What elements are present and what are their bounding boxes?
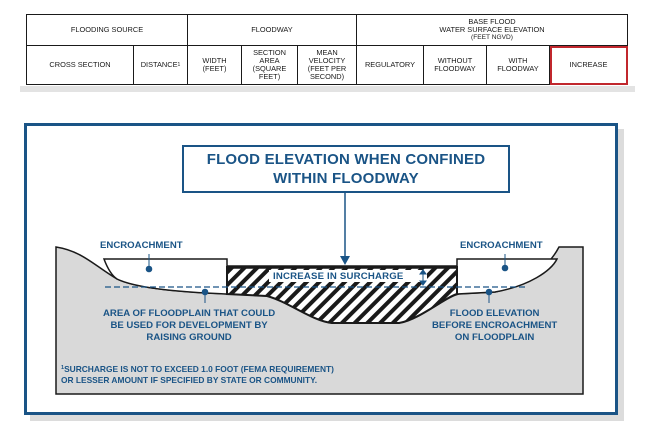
title-line-2: WITHIN FLOODWAY [273, 170, 419, 187]
increase-header: INCREASE [548, 45, 629, 85]
mean-velocity-header: MEAN VELOCITY (FEET PER SECOND) [297, 45, 357, 85]
floodplain-area-line-3: RAISING GROUND [146, 332, 232, 343]
without-floodway-header: WITHOUT FLOODWAY [423, 45, 487, 85]
floodway-header: FLOODWAY [187, 14, 357, 46]
footnote-line-1: 1SURCHARGE IS NOT TO EXCEED 1.0 FOOT (FE… [61, 364, 334, 375]
footnote-mark: 1 [61, 365, 65, 371]
floodway-diagram-panel: FLOOD ELEVATION WHEN CONFINED WITHIN FLO… [24, 123, 618, 415]
surcharge-arrow [419, 269, 427, 286]
regulatory-header: REGULATORY [356, 45, 424, 85]
distance-header: DISTANCE1 [133, 45, 188, 85]
base-flood-header: BASE FLOOD WATER SURFACE ELEVATION (FEET… [355, 14, 629, 46]
floodway-table: FLOODING SOURCE FLOODWAY BASE FLOOD WATE… [26, 14, 629, 85]
encroachment-right-label: ENCROACHMENT [460, 240, 543, 251]
surcharge-footnote: 1SURCHARGE IS NOT TO EXCEED 1.0 FOOT (FE… [61, 364, 334, 386]
flood-elevation-line-1: FLOOD ELEVATION [449, 308, 540, 319]
increase-label-band [269, 270, 427, 282]
cross-section-header: CROSS SECTION [26, 45, 134, 85]
encroachment-left [102, 258, 228, 295]
flood-elevation-label: FLOOD ELEVATION BEFORE ENCROACHMENT ON F… [432, 308, 557, 344]
section-area-line-4: FEET) [258, 72, 281, 81]
floodplain-area-line-1: AREA OF FLOODPLAIN THAT COULD [103, 308, 276, 319]
without-line-2: FLOODWAY [434, 64, 476, 73]
section-area-line-1: SECTION [253, 48, 286, 57]
footnote-line-2: OR LESSER AMOUNT IF SPECIFIED BY STATE O… [61, 375, 318, 385]
cross-section-drawing [55, 192, 584, 395]
mean-velocity-line-4: SECOND) [309, 72, 345, 81]
with-line-1: WITH [508, 56, 528, 65]
floodplain-area-label: AREA OF FLOODPLAIN THAT COULD BE USED FO… [103, 308, 275, 344]
wse-line: WATER SURFACE ELEVATION [439, 25, 545, 34]
base-flood-line: BASE FLOOD [468, 17, 516, 26]
width-line-2: (FEET) [202, 64, 227, 73]
leader-encroachment-left [145, 254, 153, 273]
increase-in-surcharge-label: INCREASE IN SURCHARGE [273, 271, 404, 282]
floodplain-area-line-2: BE USED FOR DEVELOPMENT BY [110, 320, 268, 331]
diagram-title: FLOOD ELEVATION WHEN CONFINED WITHIN FLO… [182, 145, 510, 193]
flooding-source-header: FLOODING SOURCE [26, 14, 188, 46]
title-arrow [340, 192, 350, 265]
mean-velocity-line-2: VELOCITY [308, 56, 346, 65]
encroachment-right [456, 258, 559, 295]
leader-encroachment-right [501, 254, 509, 272]
section-area-line-3: (SQUARE [252, 64, 287, 73]
distance-footnote-mark: 1 [177, 62, 181, 68]
without-line-1: WITHOUT [437, 56, 473, 65]
floodway-data-table-header: FLOODING SOURCE FLOODWAY BASE FLOOD WATE… [0, 0, 650, 96]
leader-floodplain-area [201, 288, 209, 303]
flood-elevation-line-2: BEFORE ENCROACHMENT [432, 320, 558, 331]
with-floodway-header: WITH FLOODWAY [486, 45, 550, 85]
section-area-line-2: AREA [259, 56, 280, 65]
width-header: WIDTH (FEET) [187, 45, 242, 85]
encroachment-left-label: ENCROACHMENT [100, 240, 183, 251]
table-shadow [20, 86, 635, 92]
mean-velocity-line-1: MEAN [316, 48, 338, 57]
title-line-1: FLOOD ELEVATION WHEN CONFINED [206, 151, 486, 168]
mean-velocity-line-3: (FEET PER [307, 64, 347, 73]
feet-ngvd-line: (FEET NGVD) [471, 34, 514, 41]
leader-flood-elevation [485, 288, 493, 303]
with-line-2: FLOODWAY [497, 64, 539, 73]
section-area-header: SECTION AREA (SQUARE FEET) [241, 45, 298, 85]
flood-elevation-line-3: ON FLOODPLAIN [454, 332, 535, 343]
footnote-line-1-text: SURCHARGE IS NOT TO EXCEED 1.0 FOOT (FEM… [64, 364, 334, 374]
width-line-1: WIDTH [202, 56, 227, 65]
